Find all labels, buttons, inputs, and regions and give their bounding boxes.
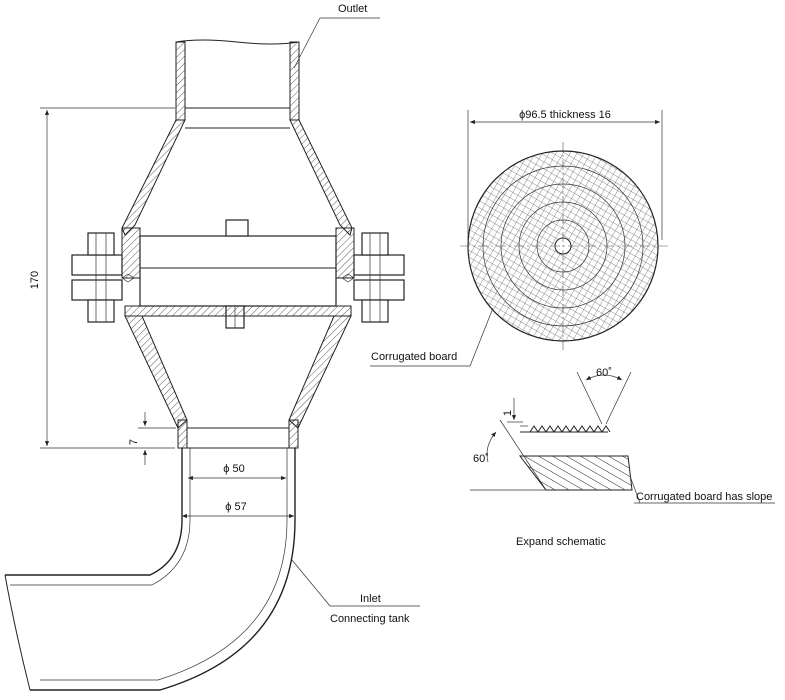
expand-schematic-title: Expand schematic <box>516 536 606 548</box>
inlet-label: Inlet <box>360 593 381 605</box>
disc-dimension-text: ϕ96.5 thickness 16 <box>519 109 611 121</box>
small-dim-text: 7 <box>128 439 140 445</box>
outlet-pipe-wall-left <box>175 41 186 121</box>
cartridge-top-nut <box>225 219 249 237</box>
height-dimension: 170 <box>29 107 175 449</box>
outlet-pipe-wall-right <box>289 41 300 121</box>
corrugated-cartridge <box>139 235 337 307</box>
corrugated-board-label: Corrugated board <box>371 351 457 363</box>
inlet-leader: Inlet Connecting tank <box>291 559 420 625</box>
outer-diameter-text: ϕ 57 <box>225 501 246 513</box>
outlet-label: Outlet <box>338 3 367 15</box>
sloped-board <box>518 455 633 491</box>
inner-diameter-text: ϕ 50 <box>223 463 244 475</box>
corrugation-teeth <box>529 425 611 433</box>
tooth-height-text: 1 <box>502 410 514 416</box>
inlet-pipe <box>4 448 296 691</box>
bolt-right <box>341 232 405 323</box>
height-dim-text: 170 <box>29 271 41 289</box>
upper-cone-wall-left <box>121 119 186 236</box>
bolt-left <box>71 232 135 323</box>
inner-diameter-dimension: ϕ 50 <box>188 463 286 481</box>
support-plate <box>124 305 352 317</box>
corrugated-disc-view: ϕ96.5 thickness 16 Corrugated board <box>370 109 668 367</box>
left-angle-text: 60˚ <box>473 453 489 465</box>
housing-section <box>4 39 405 691</box>
flange-right <box>335 227 355 279</box>
slope-label: Corrugated board has slope <box>636 491 772 503</box>
lower-cone-wall-right <box>288 315 352 429</box>
outlet-leader: Outlet <box>293 3 380 69</box>
flange-left <box>121 227 141 279</box>
outlet-break-line <box>175 39 300 45</box>
small-dimension: 7 <box>128 412 176 465</box>
upper-cone-wall-right <box>289 119 353 236</box>
lower-cone-wall-left <box>124 315 188 429</box>
connecting-tank-label: Connecting tank <box>330 613 410 625</box>
outer-diameter-dimension: ϕ 57 <box>182 501 294 519</box>
top-angle-text: 60˚ <box>596 367 612 379</box>
expand-schematic: 60˚ 1 60˚ Corrugated board has slope Exp… <box>470 367 775 548</box>
